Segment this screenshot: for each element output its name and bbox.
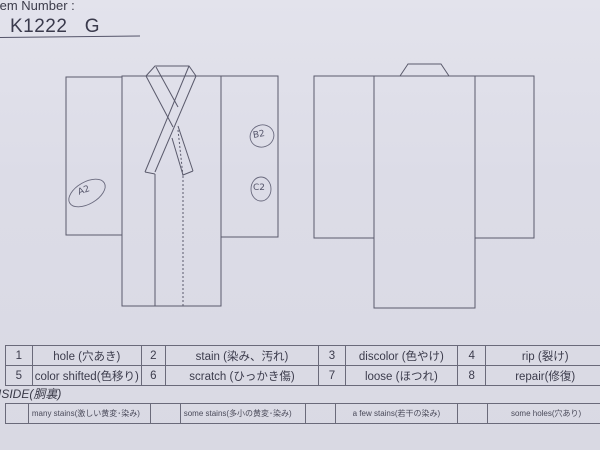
inside-label-many-stains: many stains(激しい黄変･染み)	[27, 403, 151, 424]
inside-label-some-holes: some holes(穴あり)	[487, 403, 600, 424]
annotation-circle-a2	[68, 178, 106, 208]
legend-label: loose (ほつれ)	[344, 365, 458, 386]
annotation-circle-b2	[249, 124, 275, 148]
annotation-c2: C2	[253, 183, 266, 193]
inside-checkbox-some-stains[interactable]	[149, 403, 181, 424]
legend-label: hole (穴あき)	[31, 345, 142, 366]
item-number-value: K1222 G	[10, 16, 101, 37]
inside-checkbox-few-stains[interactable]	[304, 403, 336, 424]
front-body	[121, 75, 222, 307]
legend-num: 4	[456, 345, 487, 366]
front-right-sleeve	[220, 75, 279, 238]
inside-checkbox-some-holes[interactable]	[457, 403, 489, 424]
legend-label: rip (裂け)	[485, 345, 600, 366]
legend-num: 8	[456, 365, 487, 386]
legend-num: 1	[5, 345, 33, 366]
item-number-label: tem Number :	[0, 0, 75, 13]
legend-label: stain (染み、汚れ)	[164, 345, 320, 366]
inside-checkbox-many-stains[interactable]	[5, 403, 29, 424]
inside-section-title: ISIDE(胴裏)	[0, 387, 62, 401]
legend-label: color shifted(色移り)	[31, 365, 142, 386]
back-collar	[399, 63, 450, 77]
front-collar-top	[145, 65, 197, 77]
legend-label: repair(修復)	[485, 365, 600, 386]
annotation-circle-c2	[250, 176, 272, 202]
back-view-kimono	[313, 63, 535, 309]
inside-label-few-stains: a few stains(若干の染み)	[334, 403, 459, 424]
back-left-sleeve	[313, 75, 375, 239]
legend-num: 2	[140, 345, 166, 366]
front-view-kimono	[65, 65, 279, 307]
inside-label-some-stains: some stains(多小の黄変･染み)	[179, 403, 306, 424]
legend-num: 6	[140, 365, 166, 386]
inside-condition-table: many stains(激しい黄変･染み) some stains(多小の黄変･…	[5, 403, 600, 424]
annotation-b2: B2	[252, 129, 266, 141]
legend-label: discolor (色やけ)	[344, 345, 458, 366]
damage-legend-table: 1 hole (穴あき) 2 stain (染み、汚れ) 3 discolor …	[5, 345, 600, 386]
legend-num: 3	[318, 345, 346, 366]
inside-row: many stains(激しい黄変･染み) some stains(多小の黄変･…	[5, 403, 600, 424]
legend-num: 7	[318, 365, 346, 386]
legend-label: scratch (ひっかき傷)	[164, 365, 320, 386]
back-body	[373, 75, 476, 309]
legend-num: 5	[5, 365, 33, 386]
kimono-diagram	[65, 63, 535, 309]
front-left-sleeve	[65, 76, 123, 236]
legend-row: 5 color shifted(色移り) 6 scratch (ひっかき傷) 7…	[5, 365, 600, 386]
legend-row: 1 hole (穴あき) 2 stain (染み、汚れ) 3 discolor …	[5, 345, 600, 366]
back-right-sleeve	[474, 75, 535, 239]
